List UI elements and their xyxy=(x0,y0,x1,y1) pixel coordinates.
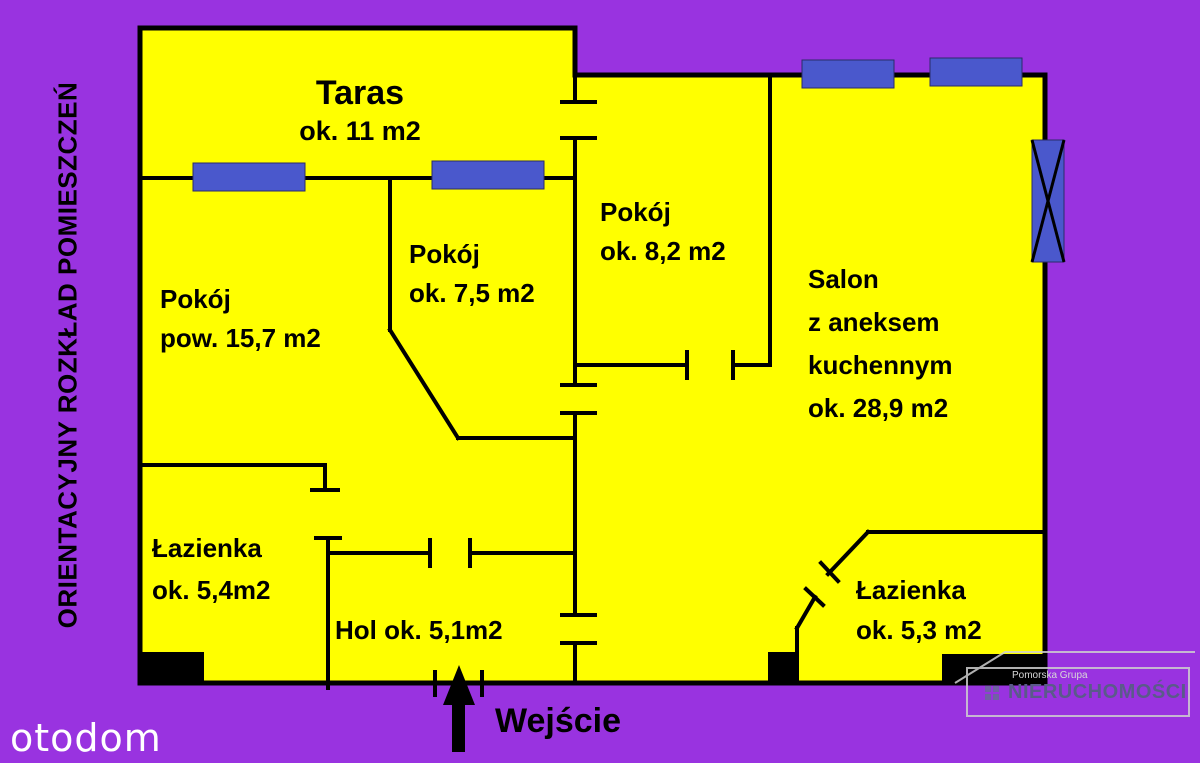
pokoj-right-area: ok. 8,2 m2 xyxy=(600,236,726,266)
pokoj-right-name: Pokój xyxy=(600,197,671,227)
entrance-arrow-icon xyxy=(443,665,475,752)
floor-area xyxy=(140,28,1045,683)
corner-block xyxy=(140,652,204,683)
taras-name: Taras xyxy=(315,74,405,112)
pokoj-large-name: Pokój xyxy=(160,284,231,314)
pokoj-large-area: pow. 15,7 m2 xyxy=(160,323,321,353)
window xyxy=(192,162,306,192)
pokoj-middle-area: ok. 7,5 m2 xyxy=(409,278,535,308)
taras-label: Taras ok. 11 m2 xyxy=(255,72,465,148)
side-label: ORIENTACYJNY ROZKŁAD POMIESZCZEŃ xyxy=(52,81,83,629)
hol-label: Hol ok. 5,1m2 xyxy=(335,614,503,647)
lazienka-left-area: ok. 5,4m2 xyxy=(152,574,271,605)
window xyxy=(929,57,1023,87)
lazienka-right-label: Łazienka ok. 5,3 m2 xyxy=(856,570,982,651)
lazienka-right-name: Łazienka xyxy=(856,575,966,605)
watermark-brand: NIERUCHOMOŚCI xyxy=(1008,681,1187,703)
salon-label: Salon z aneksem kuchennym ok. 28,9 m2 xyxy=(808,258,953,430)
pokoj-right-label: Pokój ok. 8,2 m2 xyxy=(600,193,726,271)
salon-line2: z aneksem xyxy=(808,306,940,337)
taras-area: ok. 11 m2 xyxy=(299,115,421,146)
lazienka-right-area: ok. 5,3 m2 xyxy=(856,615,982,646)
lazienka-left-name: Łazienka xyxy=(152,533,262,563)
pokoj-middle-name: Pokój xyxy=(409,239,480,269)
pokoj-large-label: Pokój pow. 15,7 m2 xyxy=(160,280,321,358)
watermark-house-icon xyxy=(954,651,1195,717)
lazienka-left-label: Łazienka ok. 5,4m2 xyxy=(152,528,271,611)
watermark-small-text: Pomorska Grupa xyxy=(1012,670,1088,681)
window-cross-icon xyxy=(1030,139,1066,263)
entrance-label: Wejście xyxy=(495,702,622,740)
window xyxy=(431,160,545,190)
salon-line3: kuchennym xyxy=(808,349,953,380)
window xyxy=(801,59,895,89)
pokoj-middle-label: Pokój ok. 7,5 m2 xyxy=(409,235,535,313)
corner-block xyxy=(768,652,795,683)
otodom-logo: otodom xyxy=(10,716,162,760)
salon-area: ok. 28,9 m2 xyxy=(808,392,949,423)
hol-name: Hol ok. 5,1m2 xyxy=(335,615,503,645)
salon-line1: Salon xyxy=(808,264,879,294)
